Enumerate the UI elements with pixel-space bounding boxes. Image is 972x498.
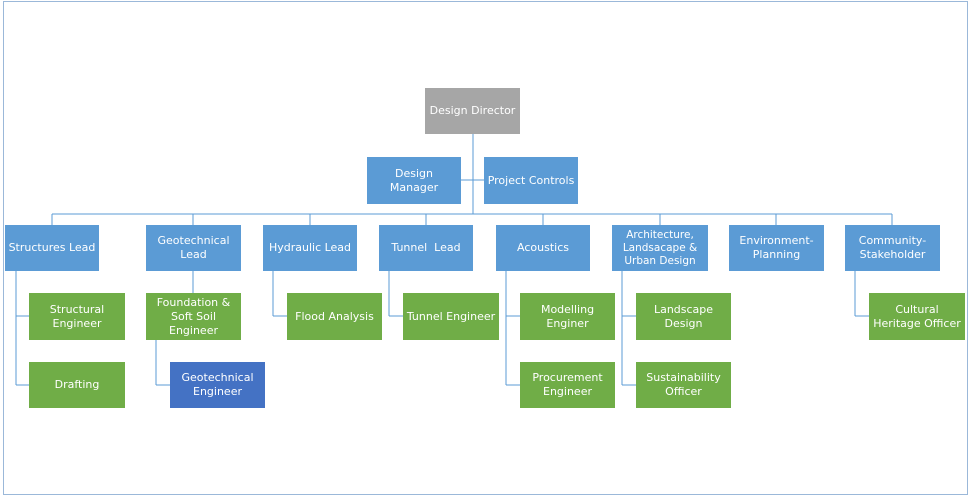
node-label: Geotechnical Lead <box>157 234 230 261</box>
node-modelling-engineer: Modelling Enginer <box>520 293 615 340</box>
node-design-director: Design Director <box>425 88 520 134</box>
node-label: Design Manager <box>389 166 439 194</box>
node-label: Modelling Enginer <box>540 302 595 330</box>
node-label: Flood Analysis <box>295 309 374 323</box>
node-label: Hydraulic Lead <box>268 241 352 254</box>
chart-frame <box>3 1 968 495</box>
node-label: Drafting <box>54 378 100 391</box>
node-label: Landscape Design <box>653 302 714 330</box>
node-label: Structural Engineer <box>49 302 105 330</box>
node-tunnel-lead: Tunnel Lead <box>379 225 473 271</box>
node-label: Geotechnical Engineer <box>181 371 254 398</box>
node-procurement-engineer: Procurement Engineer <box>520 362 615 408</box>
node-geotechnical-lead: Geotechnical Lead <box>146 225 241 271</box>
node-hydraulic-lead: Hydraulic Lead <box>263 225 357 271</box>
node-label: Acoustics <box>517 241 569 254</box>
node-acoustics-lead: Acoustics <box>496 225 590 271</box>
node-structural-engineer: Structural Engineer <box>29 293 125 340</box>
node-flood-analysis: Flood Analysis <box>287 293 382 340</box>
node-environment-planning: Environment-Planning <box>729 225 824 271</box>
node-label: Environment-Planning <box>739 234 814 261</box>
node-cultural-heritage-officer: Cultural Heritage Officer <box>869 293 965 340</box>
node-label: Design Director <box>429 104 516 117</box>
node-label: Community-Stakeholder <box>858 234 927 261</box>
node-tunnel-engineer: Tunnel Engineer <box>403 293 499 340</box>
node-community-stakeholder: Community-Stakeholder <box>845 225 940 271</box>
node-label: Tunnel Engineer <box>406 309 496 323</box>
node-label: Cultural Heritage Officer <box>873 302 961 330</box>
node-label: Project Controls <box>487 173 575 187</box>
node-architecture-lead: Architecture, Landsacape & Urban Design <box>612 225 708 271</box>
node-sustainability-officer: Sustainability Officer <box>636 362 731 408</box>
node-drafting: Drafting <box>29 362 125 408</box>
node-landscape-design: Landscape Design <box>636 293 731 340</box>
node-geotechnical-engineer: Geotechnical Engineer <box>170 362 265 408</box>
node-structures-lead: Structures Lead <box>5 225 99 271</box>
node-label: Architecture, Landsacape & Urban Design <box>622 228 698 267</box>
node-project-controls: Project Controls <box>484 157 578 204</box>
node-foundation-soft-soil-engineer: Foundation & Soft Soil Engineer <box>146 293 241 340</box>
node-label: Procurement Engineer <box>532 371 603 398</box>
node-label: Sustainability Officer <box>646 371 721 398</box>
node-label: Tunnel Lead <box>391 241 461 254</box>
node-design-manager: Design Manager <box>367 157 461 204</box>
node-label: Structures Lead <box>8 241 96 254</box>
node-label: Foundation & Soft Soil Engineer <box>156 295 231 337</box>
